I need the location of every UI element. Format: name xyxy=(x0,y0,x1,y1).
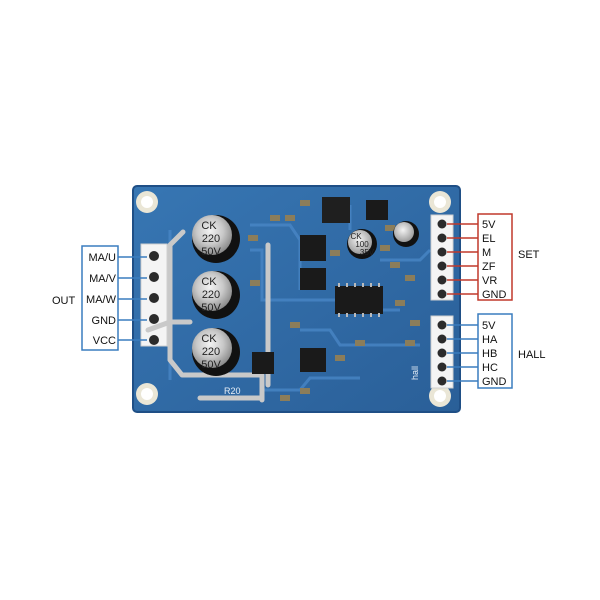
svg-text:220: 220 xyxy=(202,233,220,245)
pin-label-hall-5v: 5V xyxy=(482,320,496,332)
output-pin-header xyxy=(140,243,168,347)
svg-text:hall: hall xyxy=(410,366,420,380)
pin-label-set-gnd: GND xyxy=(482,289,507,301)
pin-label-gnd: GND xyxy=(92,315,117,327)
svg-text:CK: CK xyxy=(350,232,362,241)
svg-text:220: 220 xyxy=(202,289,220,301)
svg-text:35V: 35V xyxy=(360,248,375,257)
pin-label-ma-w: MA/W xyxy=(86,294,117,306)
set-group-label: SET xyxy=(518,249,540,261)
smd-components xyxy=(248,200,420,401)
pin-label-hall-gnd: GND xyxy=(482,376,507,388)
output-pin-labels: MA/U MA/V MA/W GND VCC xyxy=(86,252,117,347)
output-label-box xyxy=(81,245,119,351)
svg-text:50V: 50V xyxy=(201,246,221,258)
output-leader-lines xyxy=(118,256,147,341)
pin-label-zf: ZF xyxy=(482,261,496,273)
svg-text:R20: R20 xyxy=(224,386,241,396)
silkscreen: R20 hall xyxy=(224,366,420,396)
pin-label-hb: HB xyxy=(482,348,497,360)
pin-label-set-5v: 5V xyxy=(482,219,496,231)
set-label-box xyxy=(477,213,513,301)
hall-leader-lines xyxy=(447,324,478,382)
small-capacitors: CK 100 35V xyxy=(347,221,419,259)
svg-text:CK: CK xyxy=(201,220,217,232)
hall-pin-header xyxy=(430,315,454,389)
pin-label-m: M xyxy=(482,247,491,259)
svg-text:220: 220 xyxy=(202,346,220,358)
hall-pin-labels: 5V HA HB HC GND xyxy=(482,320,507,388)
out-group-label: OUT xyxy=(52,295,76,307)
electrolytic-capacitors xyxy=(192,215,240,376)
ic-chips xyxy=(252,197,388,374)
mounting-holes xyxy=(136,191,451,407)
hall-group-label: HALL xyxy=(518,349,546,361)
pin-label-ha: HA xyxy=(482,334,498,346)
svg-text:CK: CK xyxy=(201,276,217,288)
capacitor-markings: CK 220 50V CK 220 50V CK 220 50V xyxy=(201,220,221,371)
svg-text:CK: CK xyxy=(201,333,217,345)
svg-text:50V: 50V xyxy=(201,302,221,314)
hall-label-box xyxy=(477,313,513,389)
pin-label-vr: VR xyxy=(482,275,497,287)
set-pin-labels: 5V EL M ZF VR GND xyxy=(482,219,507,301)
set-leader-lines xyxy=(447,223,478,295)
pin-label-ma-v: MA/V xyxy=(89,273,117,285)
svg-text:50V: 50V xyxy=(201,359,221,371)
pin-label-hc: HC xyxy=(482,362,498,374)
pin-label-vcc: VCC xyxy=(93,335,116,347)
set-pin-header xyxy=(430,214,454,301)
svg-text:100: 100 xyxy=(355,240,369,249)
pin-label-el: EL xyxy=(482,233,495,245)
pin-label-ma-u: MA/U xyxy=(89,252,117,264)
